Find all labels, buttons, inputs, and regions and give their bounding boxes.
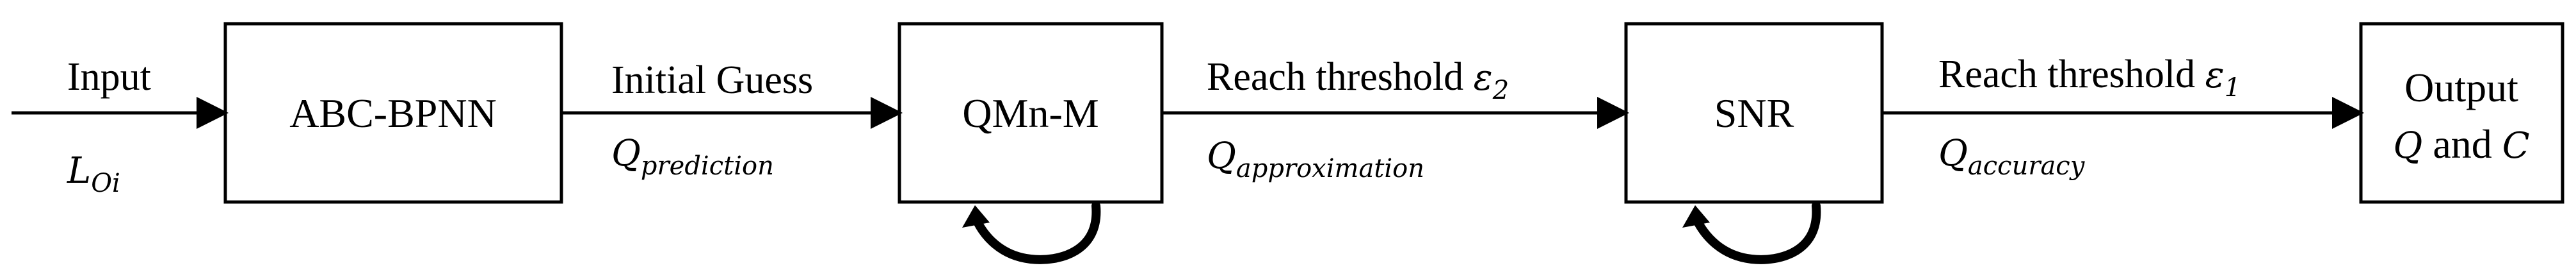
threshold-2-label: Reach threshold ε2: [1207, 55, 1509, 105]
abc-bpnn-label: ABC-BPNN: [289, 90, 497, 136]
initial-guess-label: Initial Guess: [611, 58, 813, 102]
input-math: LOi: [67, 150, 120, 198]
snr-loop-arrowhead: [1682, 205, 1710, 228]
output-box: [2359, 22, 2564, 204]
threshold-1-label: Reach threshold ε1: [1938, 53, 2241, 103]
snr-label: SNR: [1714, 90, 1794, 136]
qmn-m-loop-arrowhead: [962, 205, 990, 228]
output-line-2: Q and C: [2393, 121, 2529, 167]
snr-loop-arrow: [1691, 201, 1821, 264]
initial-guess-math: Qprediction: [611, 133, 774, 181]
threshold-1-math: Qaccuracy: [1938, 133, 2086, 181]
input-label: Input: [67, 55, 151, 99]
threshold-2-math: Qapproximation: [1207, 135, 1424, 183]
qmn-m-loop-arrow: [970, 201, 1101, 264]
output-line-1: Output: [2404, 65, 2518, 110]
qmn-m-label: QMn-M: [962, 90, 1099, 136]
